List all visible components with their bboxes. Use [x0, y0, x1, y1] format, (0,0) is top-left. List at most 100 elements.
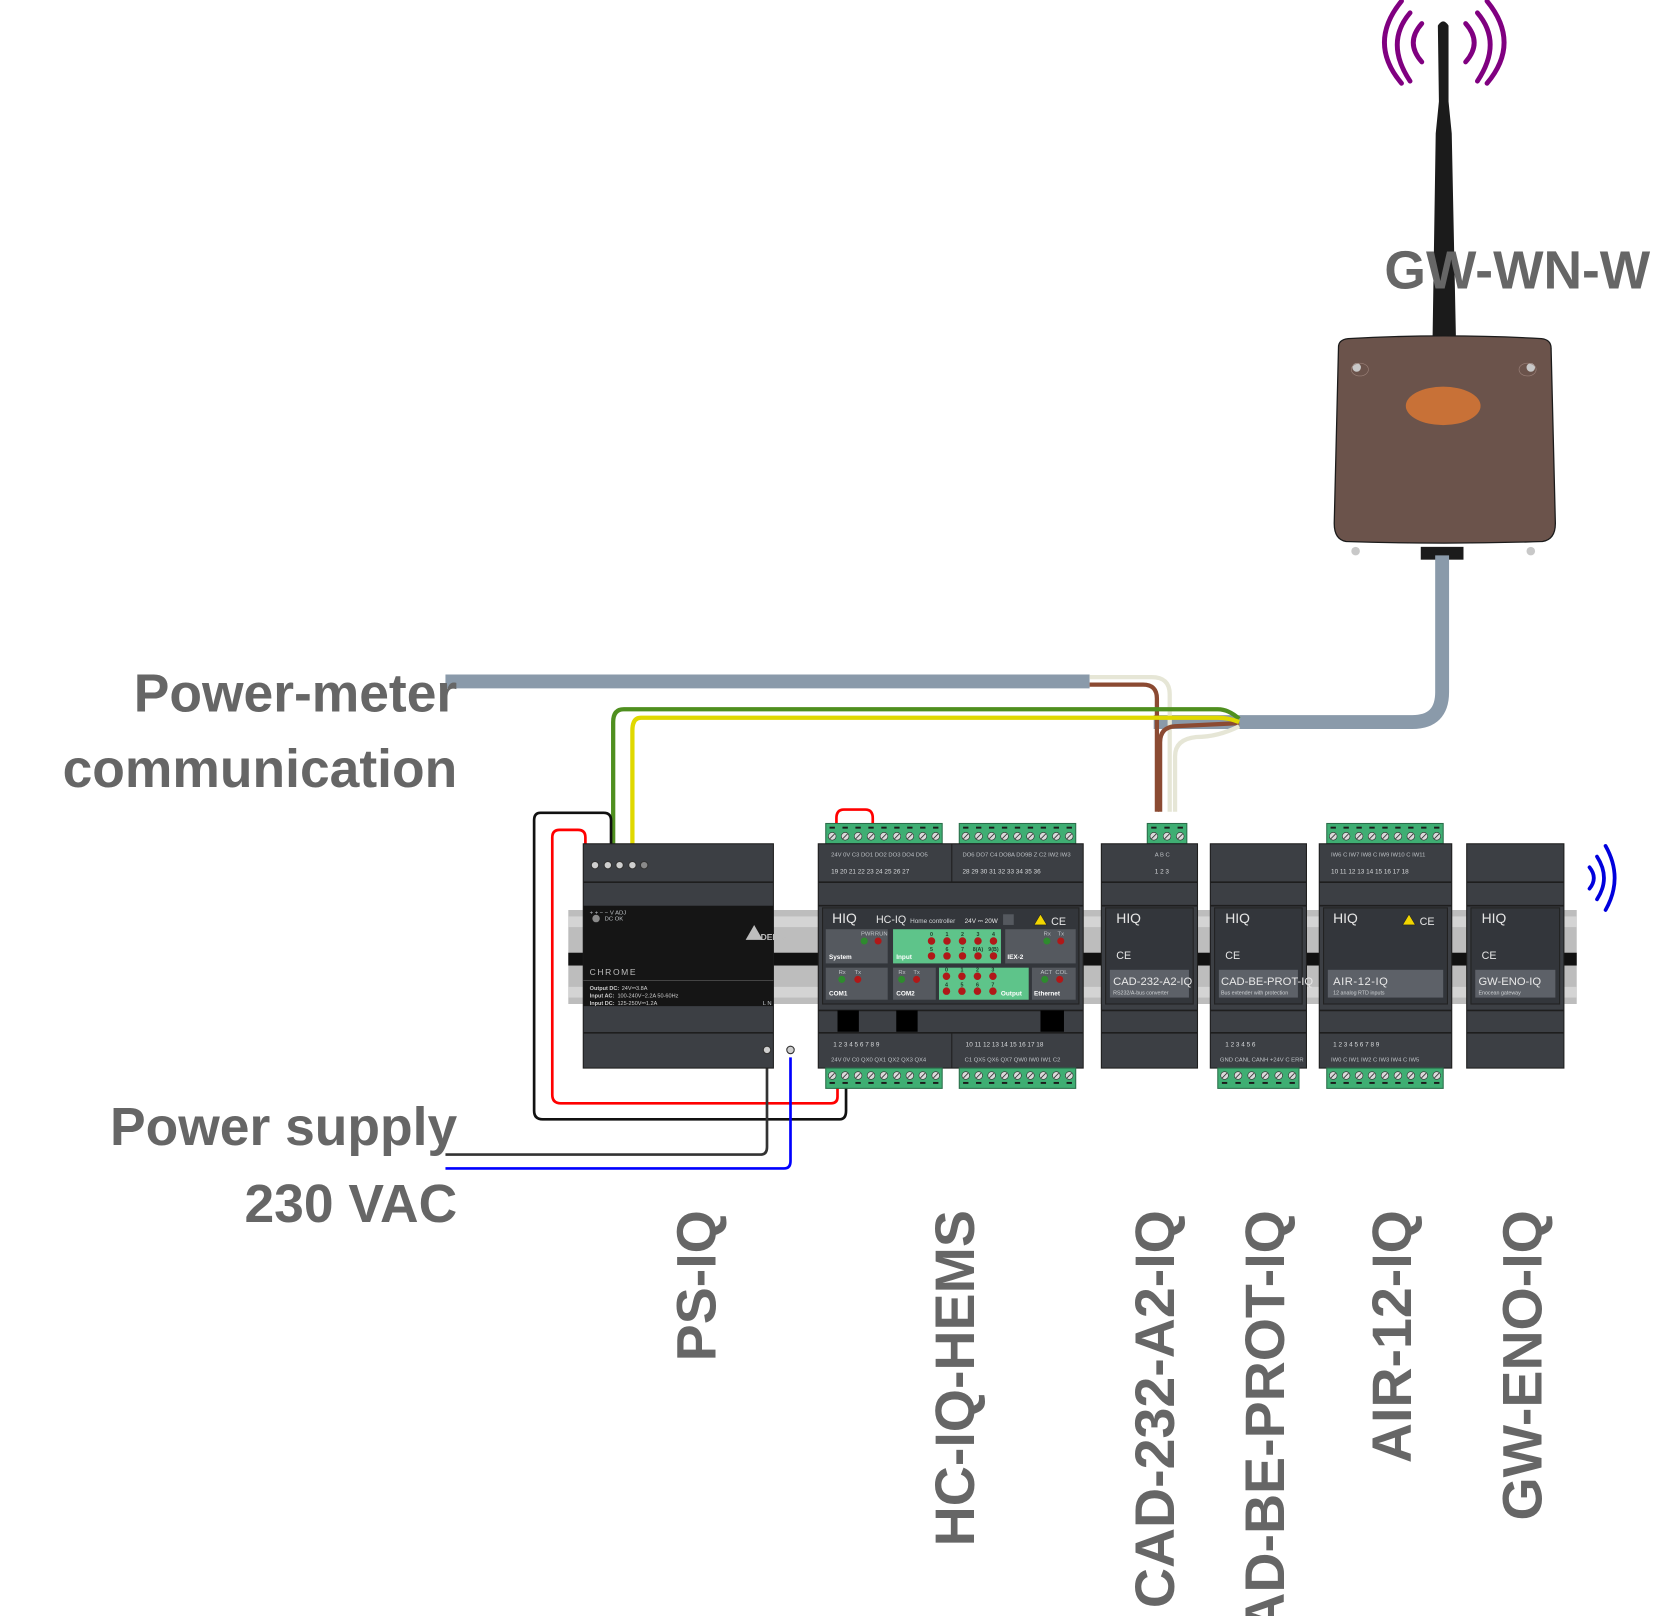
- svg-text:RUN: RUN: [875, 932, 888, 938]
- gateway-enclosure: [1333, 335, 1556, 544]
- terminal-slot: [1434, 1081, 1440, 1084]
- terminal-slot: [1040, 826, 1047, 829]
- terminal-slot: [1248, 1081, 1255, 1084]
- cad-be-prot-iq-module: HIQ CE CAD-BE-PROT-IQ Bus extender with …: [1209, 843, 1313, 1089]
- svg-text:Rx: Rx: [898, 970, 905, 976]
- terminal-slot: [1382, 826, 1388, 829]
- screw-slot: [1434, 1072, 1440, 1079]
- screw-slot: [988, 1072, 995, 1079]
- ac-terminal-l: [762, 1045, 772, 1055]
- terminal-slot: [933, 826, 939, 829]
- input-led: [974, 937, 982, 945]
- svg-text:L N: L N: [763, 1001, 772, 1007]
- input-led: [943, 937, 951, 945]
- input-led-label: 4: [992, 932, 995, 938]
- svg-text:Input: Input: [896, 954, 912, 961]
- svg-text:1 2 3 4 5 6: 1 2 3 4 5 6: [1225, 1042, 1256, 1049]
- terminal-slot: [881, 826, 887, 829]
- screw-slot: [1053, 833, 1059, 839]
- input-led-label: 7: [961, 947, 964, 953]
- screw-slot: [933, 1072, 939, 1079]
- status-led-icon: [1405, 386, 1481, 426]
- svg-text:GND CANL CANH +24V C ERR: GND CANL CANH +24V C ERR: [1220, 1058, 1304, 1064]
- svg-text:Output: Output: [1001, 990, 1023, 997]
- warning-icon: [1402, 913, 1416, 926]
- svg-text:24V 0V C3 DO1 DO2 D: 24V 0V C3 DO1 DO2 DO3 DO4 DO5: [831, 853, 928, 859]
- terminal-slot: [1027, 1081, 1034, 1084]
- screw-slot: [1040, 1072, 1047, 1079]
- communication-cables: [445, 555, 1450, 1170]
- svg-text:10 11 12 13 14 15 16 17 18: 10 11 12 13 14 15 16 17 18: [1331, 869, 1409, 876]
- input-led: [927, 952, 936, 960]
- terminal-slot: [920, 826, 926, 829]
- screw-slot: [1053, 1072, 1059, 1079]
- screw-slot: [933, 833, 939, 839]
- svg-text:24V ⎓ 20W: 24V ⎓ 20W: [965, 918, 999, 925]
- terminal-slot: [1151, 826, 1157, 829]
- svg-text:AIR-12-IQ: AIR-12-IQ: [1333, 976, 1388, 988]
- wire-red-jumper: [835, 808, 875, 830]
- screw-slot: [1248, 1072, 1255, 1079]
- screw-slot: [1276, 1072, 1282, 1079]
- output-led: [942, 987, 951, 995]
- screw-slot: [842, 1072, 848, 1079]
- wire-white-2: [1172, 724, 1241, 812]
- terminal-slot: [855, 826, 861, 829]
- svg-text:Enocean gateway: Enocean gateway: [1478, 990, 1521, 996]
- screw-slot: [1027, 1072, 1034, 1079]
- terminal-slot: [829, 826, 835, 829]
- input-led: [943, 952, 951, 960]
- screw-slot: [1369, 1072, 1375, 1079]
- panel-output: [938, 967, 1029, 1000]
- power-supply-label: Power supply: [110, 1098, 457, 1157]
- svg-text:Tx: Tx: [1058, 932, 1065, 938]
- svg-text:System: System: [829, 954, 852, 961]
- led-pwr: [860, 937, 868, 945]
- output-led: [989, 987, 997, 995]
- device-label-cad-232-a2-iq: CAD-232-A2-IQ: [1124, 1210, 1186, 1608]
- screw-slot: [1330, 833, 1336, 839]
- output-led-label: 0: [945, 967, 948, 973]
- screw-slot: [1356, 1072, 1362, 1079]
- screw-slot: [894, 833, 900, 839]
- screw-slot: [907, 1072, 913, 1079]
- svg-text:A B C: A B C: [1155, 853, 1171, 859]
- terminal-slot: [1395, 1081, 1401, 1084]
- ce-mark-icon: CE: [1420, 916, 1435, 928]
- terminal-slot: [907, 1081, 913, 1084]
- terminal-slot: [1289, 1081, 1295, 1084]
- wire-ac-l: [445, 1057, 769, 1156]
- output-led-label: 4: [945, 982, 948, 988]
- screw-slot: [976, 833, 982, 839]
- svg-text:Tx: Tx: [855, 970, 862, 976]
- svg-text:10 11 12 13 14 15 16 17: 10 11 12 13 14 15 16 17 18: [966, 1042, 1044, 1049]
- air-12-iq-module: IW6 C IW7 IW8 C IW9 IW10 C IW11 10 11 12…: [1318, 822, 1453, 1089]
- terminal-slot: [963, 1081, 969, 1084]
- panel-iex2: [1005, 929, 1076, 964]
- input-led-label: 2: [961, 932, 964, 938]
- led-com1-tx: [854, 975, 862, 983]
- ac-terminal-n: [786, 1045, 795, 1055]
- terminal-slot: [1421, 826, 1427, 829]
- wire-black-dc: [532, 811, 848, 1121]
- terminal-slot: [1434, 826, 1440, 829]
- input-led-label: 3: [976, 932, 979, 938]
- ce-mark-icon: CE: [1116, 950, 1131, 962]
- svg-text:HIQ: HIQ: [1482, 910, 1507, 926]
- screw-slot: [1382, 833, 1388, 839]
- terminal-slot: [1356, 826, 1362, 829]
- terminal-slot: [1066, 1081, 1072, 1084]
- terminal-slot: [1235, 1081, 1241, 1084]
- terminal-slot: [1066, 826, 1072, 829]
- input-led-label: 0: [930, 932, 933, 938]
- panel-ethernet: [1031, 967, 1076, 1000]
- svg-text:DO6 DO7 C4 DO8A DO9B Z: DO6 DO7 C4 DO8A DO9B Z C2 IW2 IW3: [962, 853, 1070, 859]
- wire-brown: [1089, 682, 1160, 812]
- ce-mark-icon: CE: [1482, 950, 1497, 962]
- output-led: [942, 972, 951, 980]
- terminal-slot: [1343, 826, 1349, 829]
- terminal-block-bottom: [1217, 1067, 1300, 1089]
- wire-red-dc: [550, 828, 839, 1105]
